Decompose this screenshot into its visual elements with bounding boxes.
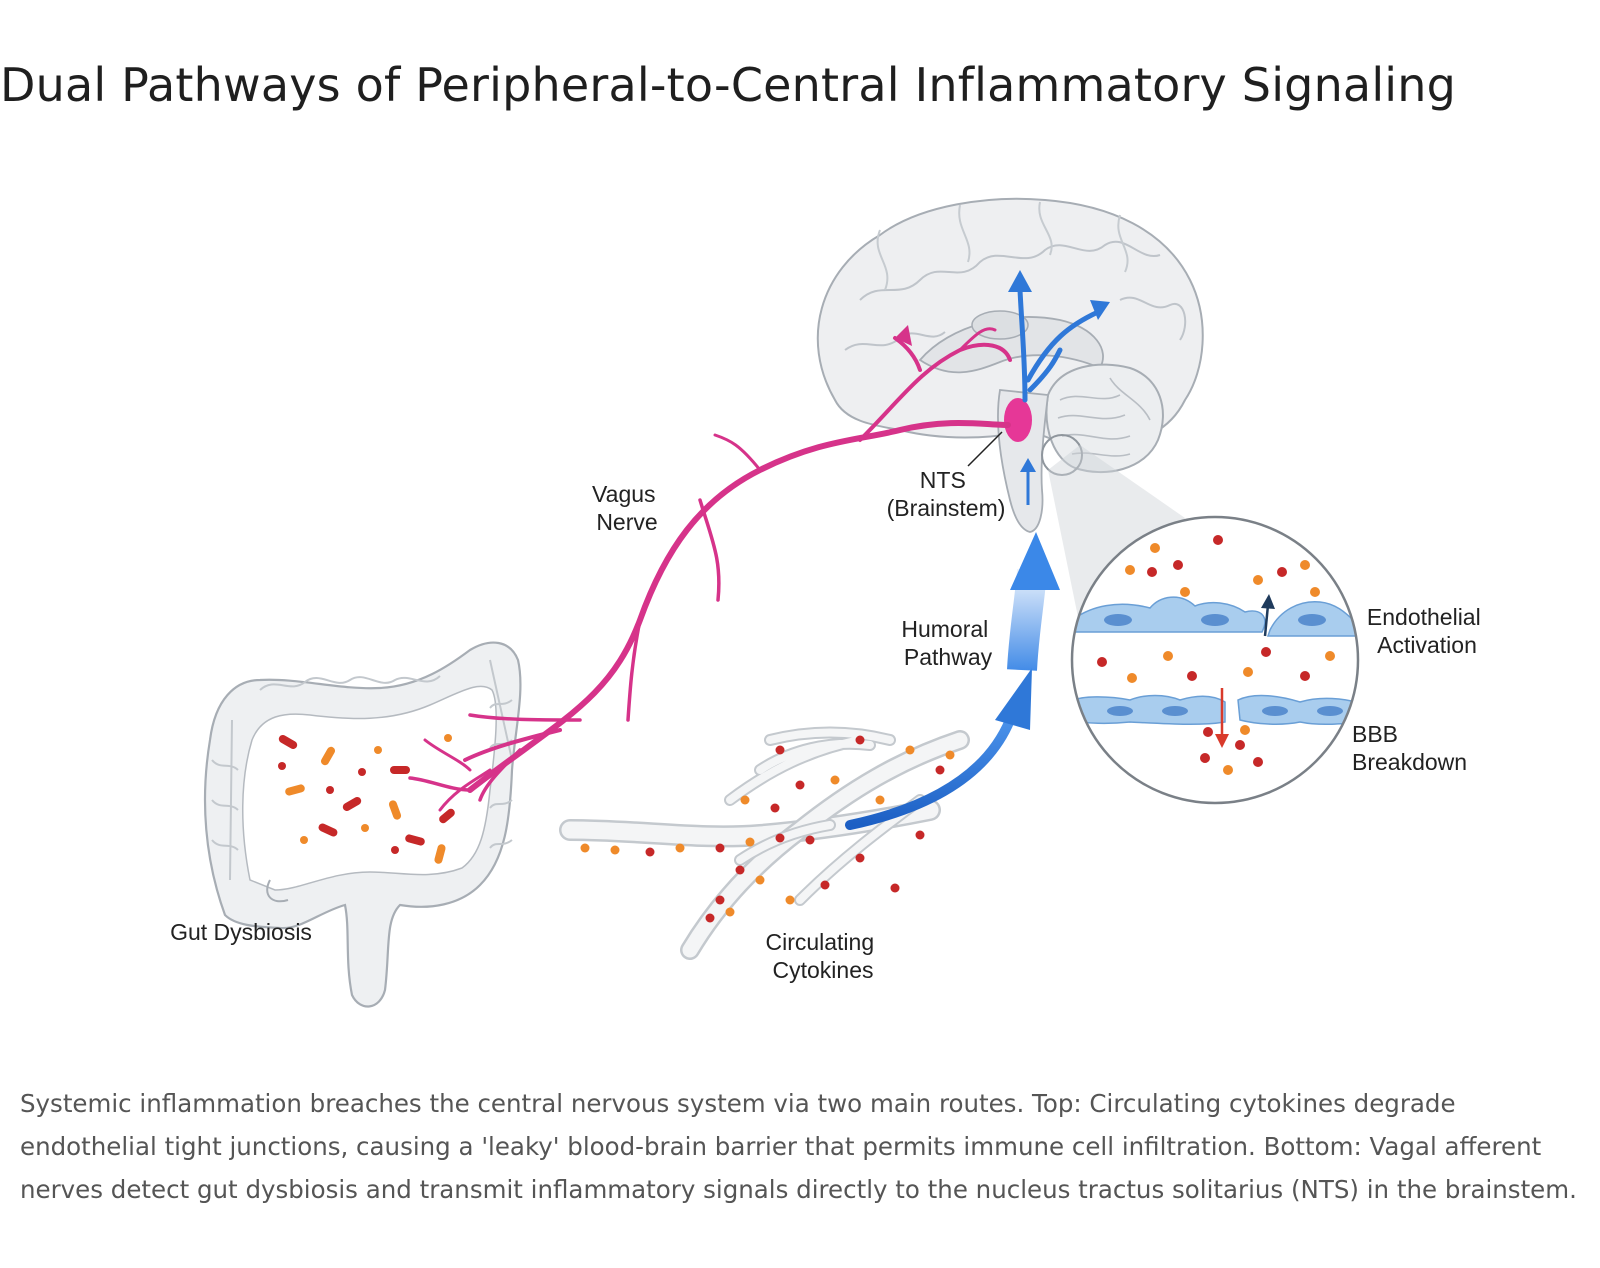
humoral-pathway-arrow [845,458,1060,830]
blood-vessel-icon [559,726,970,960]
figure-caption: Systemic inflammation breaches the centr… [20,1089,1577,1204]
label-nts-line2: (Brainstem) [887,495,1006,521]
label-endothelial-activation-line1: Endothelial [1367,604,1481,630]
label-endothelial-activation-line2: Activation [1377,632,1477,658]
brain-arrowhead-right [1090,300,1110,320]
brain-arrowhead-up [1008,270,1032,292]
label-nts: NTS (Brainstem) [887,467,1006,521]
label-humoral-pathway-line2: Pathway [904,644,993,670]
pathway-diagram: Vagus Nerve NTS (Brainstem) Humoral Path… [0,170,1600,1050]
label-bbb-breakdown-line2: Breakdown [1352,749,1467,775]
magnifier-inset-icon [1070,515,1360,805]
colon-icon [203,641,522,1008]
nts-leader-line [967,431,1003,467]
brain-blue-arrows [1017,287,1101,403]
label-circulating-cytokines-line2: Cytokines [773,957,874,983]
label-bbb-breakdown: BBB Breakdown [1352,721,1467,775]
label-endothelial-activation: Endothelial Activation [1367,604,1487,658]
label-circulating-cytokines: Circulating Cytokines [765,929,880,983]
nts-highlight [1004,398,1032,442]
label-circulating-cytokines-line1: Circulating [765,929,874,955]
label-gut-dysbiosis: Gut Dysbiosis [170,919,312,945]
vagus-nerve-path [408,327,1012,812]
page-title: Dual Pathways of Peripheral-to-Central I… [0,58,1457,112]
label-humoral-pathway: Humoral Pathway [901,616,994,670]
brain-icon [816,197,1204,533]
label-nts-line1: NTS [920,467,966,493]
label-humoral-pathway-line1: Humoral [901,616,988,642]
zoom-origin-ring [1041,434,1083,476]
vagus-arrowhead [895,325,912,346]
label-vagus-nerve-line1: Vagus [592,481,656,507]
label-vagus-nerve-line2: Nerve [596,509,657,535]
label-bbb-breakdown-line1: BBB [1352,721,1398,747]
circulating-cytokine-dots [580,735,955,923]
label-vagus-nerve: Vagus Nerve [592,481,662,535]
gut-bacteria [278,734,455,864]
